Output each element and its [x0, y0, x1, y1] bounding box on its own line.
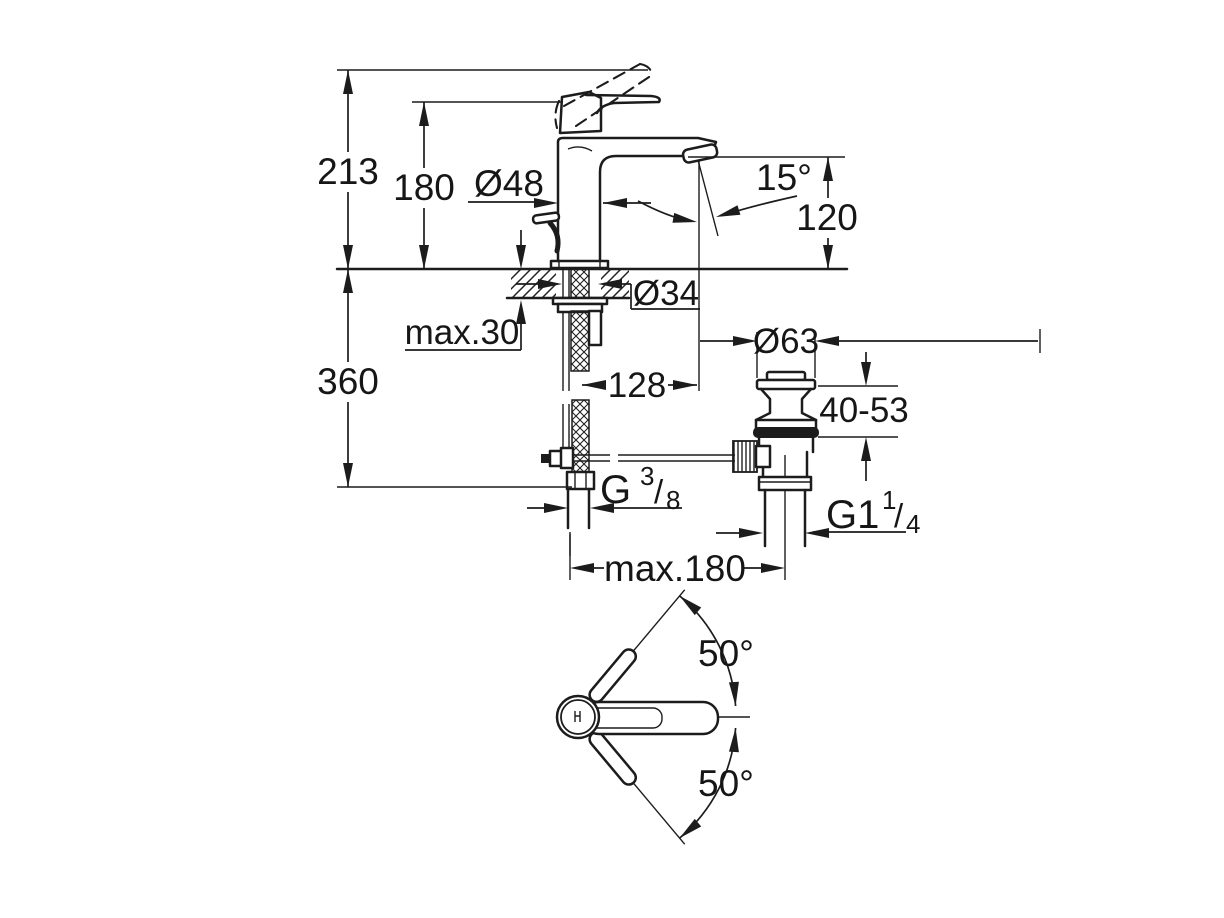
- dim-max-connection-distance: max.180: [569, 532, 785, 589]
- dim-label-max30: max.30: [405, 313, 520, 352]
- hose-connector-tube: [566, 487, 591, 530]
- dim-label-g38: G 3 / 8: [600, 461, 680, 515]
- faucet-handle: [554, 62, 661, 135]
- rod-clamp: [559, 446, 575, 470]
- dim-label-120: 120: [796, 197, 858, 238]
- g38-numerator: 3: [640, 461, 654, 491]
- dim-max-counter-thickness: max.30: [405, 230, 526, 352]
- g114-base: G1: [826, 493, 879, 537]
- base-plate: [549, 259, 610, 270]
- waste-assembly: [732, 370, 819, 580]
- pop-up-rod: [531, 211, 561, 254]
- dim-label-max180: max.180: [604, 548, 746, 589]
- faucet-body: [549, 136, 719, 270]
- counter-section: [335, 267, 849, 300]
- dim-aerator-angle: 15°: [637, 157, 812, 227]
- handle-position-down: [588, 730, 638, 786]
- dim-label-g114: G1 1 / 4: [826, 485, 920, 539]
- spout-underside: [598, 154, 688, 263]
- hose-nut: [565, 470, 596, 491]
- dim-label-o63: Ø63: [753, 322, 819, 361]
- g114-slash: /: [894, 497, 904, 534]
- dim-handle-height: 180: [393, 101, 563, 269]
- rod-end-tip: [541, 454, 550, 463]
- dim-body-diameter: Ø48: [468, 163, 651, 208]
- dim-label-50-up: 50°: [698, 633, 754, 674]
- pop-up-rod-lower: [562, 311, 570, 452]
- waste-flange: [755, 378, 817, 391]
- top-view: 50° 50°: [555, 589, 754, 845]
- pull-rod-knob: [531, 211, 561, 225]
- pull-rod-hook: [547, 220, 561, 254]
- dim-label-213: 213: [317, 151, 379, 192]
- handle-position-up: [588, 648, 638, 704]
- dashed-handle-raised: [554, 62, 654, 130]
- waste-upper-body: [754, 418, 818, 430]
- dim-label-40-53: 40-53: [819, 391, 909, 430]
- dim-spout-outlet-height: 120: [688, 156, 858, 269]
- dim-installation-depth: 360: [317, 269, 572, 488]
- dim-spout-projection: 128: [582, 366, 697, 405]
- g38-slash: /: [654, 473, 664, 510]
- waste-tailpipe: [763, 488, 807, 548]
- braided-hose-upper: [570, 310, 590, 372]
- side-view: [335, 62, 849, 580]
- mounting-shank: [551, 268, 609, 347]
- dim-mounting-hole: Ø34: [516, 274, 700, 313]
- handle-top-view: [582, 700, 720, 736]
- supply-hose: [562, 310, 596, 556]
- dim-label-128: 128: [608, 366, 666, 405]
- g114-denominator: 4: [906, 509, 920, 539]
- spray-angle-line: [697, 159, 719, 237]
- g114-numerator: 1: [882, 485, 896, 515]
- waste-coupling: [757, 475, 813, 492]
- g38-denominator: 8: [666, 485, 680, 515]
- dim-waste-adjust-range: 40-53: [818, 352, 909, 481]
- waste-o-ring: [753, 427, 819, 438]
- g38-base: G: [600, 468, 631, 512]
- aerator: [681, 143, 719, 164]
- dim-label-360: 360: [317, 361, 379, 402]
- body-outline: [556, 136, 718, 263]
- dim-label-o34: Ø34: [633, 274, 699, 313]
- dim-total-height: 213: [317, 69, 648, 269]
- rod-guide: [587, 309, 603, 347]
- linkage-rod: [566, 454, 735, 462]
- dim-label-50-down: 50°: [698, 763, 754, 804]
- waste-neck: [754, 387, 818, 422]
- dim-label-o48: Ø48: [474, 163, 544, 204]
- dim-waste-thread: G1 1 / 4: [716, 485, 920, 539]
- pivot-logo-mark: [574, 711, 581, 722]
- pop-up-linkage: [541, 446, 735, 470]
- body-accent-line: [567, 146, 593, 152]
- dim-label-15deg: 15°: [756, 157, 812, 198]
- linkage-knob-hub: [754, 444, 772, 469]
- dim-supply-thread: G 3 / 8: [527, 461, 682, 515]
- linkage-knob-knurled: [732, 440, 758, 473]
- dim-label-180: 180: [393, 167, 455, 208]
- handle-pivot-inner: [560, 699, 596, 735]
- dim-waste-flange-diameter: Ø63: [700, 322, 1041, 378]
